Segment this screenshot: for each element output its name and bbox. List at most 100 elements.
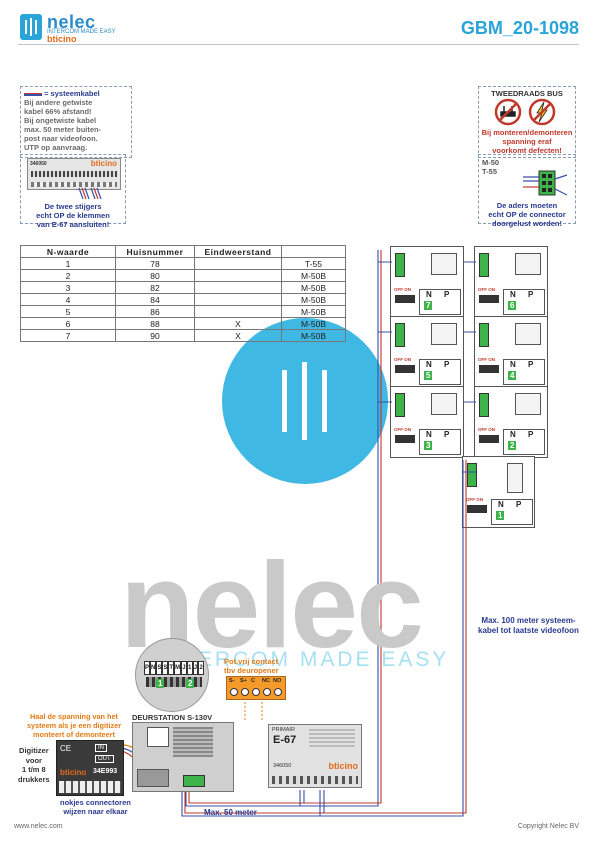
terminal-label: S <box>162 661 169 675</box>
terminal-label: M <box>174 661 182 675</box>
note-connector: M-50 T-55 De aders moeten echt OP de con… <box>478 154 576 228</box>
terminal-screw-icon <box>274 688 282 696</box>
video-screen <box>515 253 541 275</box>
terminal-screw-icon <box>230 688 238 696</box>
bus-connector-icon <box>479 253 489 277</box>
digitizer-label-line: voor <box>25 755 42 765</box>
header-divider <box>18 44 579 45</box>
unit-number-badge: 5 <box>424 371 433 380</box>
video-screen <box>431 253 457 275</box>
video-screen <box>431 393 457 415</box>
connector-model: T-55 <box>482 167 498 176</box>
bus-connector-icon <box>467 463 477 487</box>
note-bus-line: spanning eraf <box>502 137 552 146</box>
video-screen <box>431 323 457 345</box>
digitizer-note-line: wijzen naar elkaar <box>63 807 128 816</box>
cable-length-line: Max. 100 meter systeem- <box>481 616 576 625</box>
dip-switch <box>479 365 499 373</box>
bus-connector-icon <box>479 323 489 347</box>
note-cable-line: post naar videofoon. <box>24 134 98 143</box>
terminal-screw-icon <box>241 688 249 696</box>
note-connector-line: echt OP de connector <box>488 210 566 219</box>
note-bus-line: voorkomt defecten! <box>492 146 562 155</box>
note-cable-line: max. 50 meter buiten- <box>24 125 102 134</box>
bus-connector-icon <box>395 393 405 417</box>
note-cable-line: Bij ongetwiste kabel <box>24 116 97 125</box>
terminal-badge: 1 <box>156 679 165 688</box>
table-cell: M-50B <box>281 329 346 342</box>
unit-number-badge: 1 <box>496 511 505 520</box>
note-cable-line: kabel 66% afstand! <box>24 107 92 116</box>
contact-label-line: tbv deuropener <box>224 666 279 675</box>
footer-copyright: Copyright Nelec BV <box>517 823 579 830</box>
terminal-screw-icon <box>252 688 260 696</box>
digitizer-label-line: drukkers <box>18 774 50 784</box>
off-on-label: OFF ON <box>394 427 411 432</box>
digitizer-label-line: Digitizer <box>19 746 49 755</box>
watermark-circle <box>222 318 388 484</box>
note-wires-line: van E-67 aansluiten! <box>36 220 110 229</box>
cable-length-line: kabel tot laatste videofoon <box>478 626 579 635</box>
note-bus: TWEEDRAADS BUS Bij monteren/demonteren s… <box>478 86 576 158</box>
off-on-label: OFF ON <box>478 427 495 432</box>
note-wires-line: De twee stijgers <box>44 202 102 211</box>
bus-connector-icon <box>395 253 405 277</box>
terminal-label: 2 <box>198 661 204 675</box>
np-p-label: P <box>528 430 534 439</box>
partner-brand: bticino <box>47 34 77 44</box>
e67-brand: bticino <box>90 159 117 168</box>
digitizer-note: nokjes connectoren wijzen naar elkaar <box>60 798 131 816</box>
note-bus-line: Bij monteren/demonteren <box>481 128 573 137</box>
document-code: GBM_20-1098 <box>460 18 579 38</box>
digitizer-warning: Haal de spanning van het systeem als je … <box>22 712 126 739</box>
digitizer-label: Digitizer voor 1 t/m 8 drukkers <box>18 746 50 784</box>
digitizer-in: IN <box>95 744 107 752</box>
np-p-label: P <box>516 500 522 509</box>
video-screen <box>515 323 541 345</box>
contact-terminal-label: NC <box>262 678 270 684</box>
dip-switch <box>467 505 487 513</box>
np-n-label: N <box>426 360 432 369</box>
dip-switch <box>395 435 415 443</box>
digitizer-brand: bticino <box>60 768 87 777</box>
digitizer-out: OUT <box>95 755 114 763</box>
unit-number-badge: 6 <box>508 301 517 310</box>
contact-label-line: Pot.vrij contact <box>224 657 279 666</box>
contact-terminal-label: NO <box>273 678 282 684</box>
e67-brand-label: bticino <box>328 761 359 771</box>
video-screen <box>507 463 523 493</box>
np-block: N P 5 <box>419 359 461 385</box>
ce-mark-icon: CE <box>60 744 72 753</box>
connector-icon <box>523 170 568 196</box>
np-p-label: P <box>444 430 450 439</box>
video-screen <box>515 393 541 415</box>
off-on-label: OFF ON <box>478 357 495 362</box>
off-on-label: OFF ON <box>478 287 495 292</box>
np-p-label: P <box>528 360 534 369</box>
np-p-label: P <box>444 290 450 299</box>
off-on-label: OFF ON <box>394 287 411 292</box>
digitizer-warning-line: monteert of demonteert <box>33 730 115 739</box>
note-cable-line: UTP op aanvraag. <box>24 143 88 152</box>
note-wires-line: echt OP de klemmen <box>36 211 110 220</box>
terminal-label: T <box>168 661 175 675</box>
digitizer-warning-line: Haal de spanning van het <box>30 712 118 721</box>
np-n-label: N <box>510 360 516 369</box>
door-station-title: DEURSTATION S-130V <box>132 713 213 722</box>
terminal-label: 1 <box>186 661 193 675</box>
unit-number-badge: 3 <box>424 441 433 450</box>
digitizer-warning-line: systeem als je een digitizer <box>26 721 122 730</box>
watermark-tagline: INTERCOM MADE EASY <box>155 648 450 671</box>
np-p-label: P <box>444 360 450 369</box>
